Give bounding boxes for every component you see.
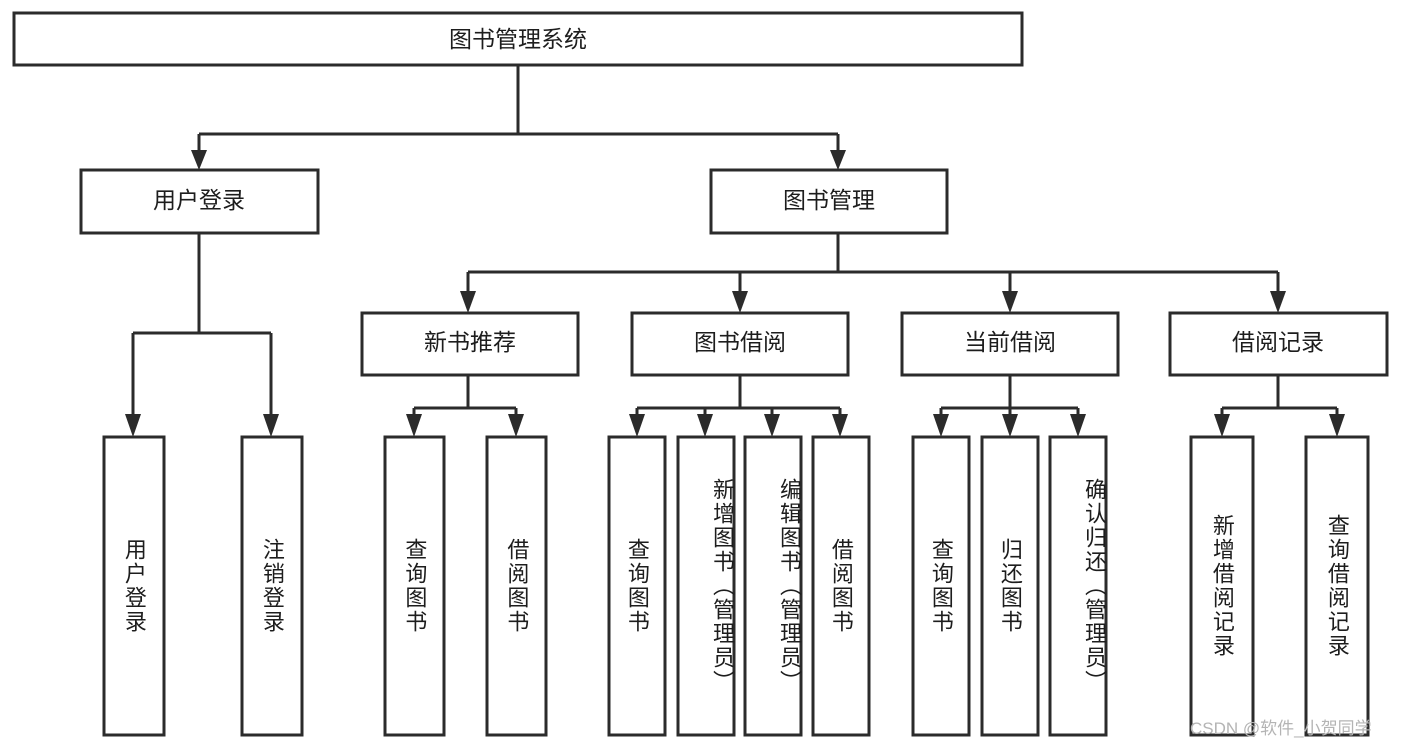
connector-newbook-to-leaves	[406, 375, 524, 437]
connector-bookmgmt-to-level3	[460, 233, 1286, 313]
connector-root-to-level2	[191, 65, 846, 170]
leaf-box-logout-login[interactable]	[240, 435, 304, 737]
connector-bookborrow-to-leaves	[629, 375, 848, 437]
leaf-box-borrow-book-2[interactable]	[811, 435, 871, 737]
leaf-box-borrow-book-1[interactable]	[485, 435, 548, 737]
node-system-title-label: 图书管理系统	[449, 26, 587, 52]
leaf-box-confirm-return[interactable]	[1048, 435, 1108, 737]
connector-userlogin-to-leaves	[125, 233, 279, 437]
node-book-management-label: 图书管理	[783, 187, 875, 213]
node-book-management[interactable]: 图书管理	[709, 168, 949, 235]
node-current-borrow-label: 当前借阅	[964, 329, 1056, 355]
node-book-borrow-label: 图书借阅	[694, 329, 786, 355]
node-new-book-recommend-label: 新书推荐	[424, 329, 516, 355]
node-borrow-record[interactable]: 借阅记录	[1168, 311, 1389, 377]
leaf-box-query-book-3[interactable]	[911, 435, 971, 737]
connector-currentborrow-to-leaves	[933, 375, 1086, 437]
leaf-box-query-record[interactable]	[1304, 435, 1370, 737]
leaf-box-return-book[interactable]	[980, 435, 1040, 737]
node-user-login-label: 用户登录	[153, 187, 245, 213]
leaf-box-add-record[interactable]	[1189, 435, 1255, 737]
node-book-borrow[interactable]: 图书借阅	[630, 311, 850, 377]
leaf-box-query-book-1[interactable]	[383, 435, 446, 737]
connector-borrowrecord-to-leaves	[1214, 375, 1345, 437]
leaf-box-edit-book[interactable]	[743, 435, 803, 737]
csdn-watermark: CSDN @软件_小贺同学	[1190, 719, 1372, 738]
leaf-box-add-book[interactable]	[676, 435, 736, 737]
node-system-title[interactable]: 图书管理系统	[12, 11, 1024, 67]
leaf-box-query-book-2[interactable]	[607, 435, 667, 737]
node-current-borrow[interactable]: 当前借阅	[900, 311, 1120, 377]
node-borrow-record-label: 借阅记录	[1232, 329, 1324, 355]
node-new-book-recommend[interactable]: 新书推荐	[360, 311, 580, 377]
node-user-login[interactable]: 用户登录	[79, 168, 320, 235]
leaf-box-user-login[interactable]	[102, 435, 166, 737]
